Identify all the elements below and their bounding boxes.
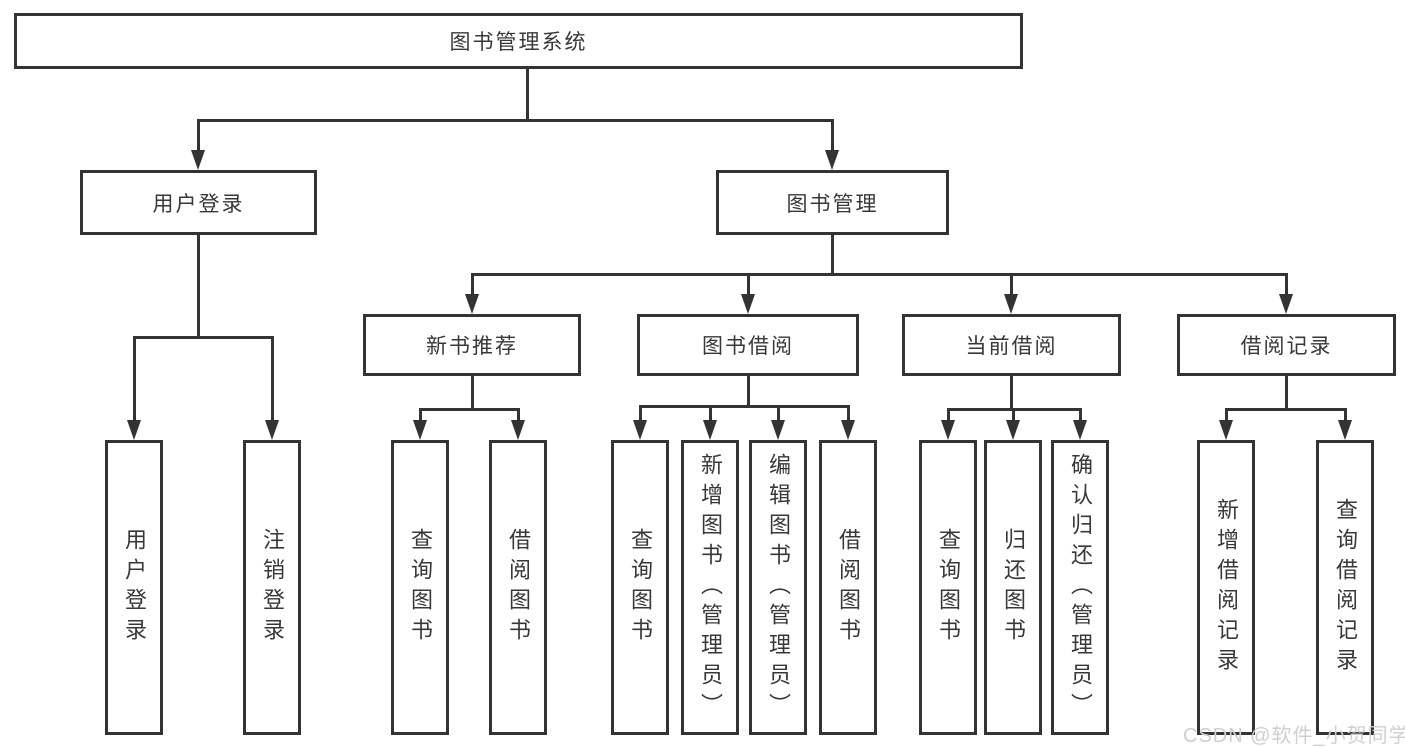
node-borrow-records: 借阅记录 (1177, 314, 1396, 376)
connector-vertical (1012, 408, 1015, 422)
node-current-borrow: 当前借阅 (902, 314, 1121, 376)
connector-vertical (471, 374, 474, 411)
leaf-query-borrow-record: 查询借阅记录 (1316, 440, 1374, 735)
node-user-login: 用户登录 (80, 170, 317, 235)
leaf-query-books-recommend: 查询图书 (391, 440, 449, 735)
connector-vertical (197, 233, 200, 339)
arrow-down-icon (511, 420, 525, 440)
connector-horizontal (197, 119, 833, 122)
arrow-down-icon (825, 150, 839, 170)
leaf-user-login-label: 用户登录 (122, 527, 147, 648)
arrow-down-icon (265, 420, 279, 440)
connector-vertical (831, 233, 834, 276)
connector-vertical (709, 405, 712, 422)
connector-vertical (1285, 273, 1288, 296)
leaf-edit-book-admin-label: 编辑图书（管理员） (766, 452, 791, 723)
leaf-query-books-recommend-label: 查询图书 (408, 527, 433, 648)
leaf-query-books-borrow: 查询图书 (611, 440, 669, 735)
arrow-down-icon (465, 294, 479, 314)
leaf-return-book: 归还图书 (984, 440, 1042, 735)
node-root: 图书管理系统 (14, 13, 1023, 69)
arrow-down-icon (941, 420, 955, 440)
connector-vertical (1010, 273, 1013, 296)
arrow-down-icon (127, 420, 141, 440)
connector-vertical (639, 405, 642, 422)
arrow-down-icon (633, 420, 647, 440)
connector-vertical (133, 336, 136, 422)
arrow-down-icon (841, 420, 855, 440)
connector-vertical (1344, 408, 1347, 422)
connector-vertical (517, 408, 520, 422)
arrow-down-icon (191, 150, 205, 170)
arrow-down-icon (1004, 294, 1018, 314)
connector-vertical (947, 408, 950, 422)
connector-vertical (847, 405, 850, 422)
node-book-borrow-label: 图书借阅 (702, 335, 794, 358)
connector-vertical (526, 67, 529, 122)
connector-vertical (777, 405, 780, 422)
leaf-borrow-books-recommend-label: 借阅图书 (506, 527, 531, 648)
connector-horizontal (419, 408, 520, 411)
connector-vertical (1079, 408, 1082, 422)
leaf-confirm-return-admin-label: 确认归还（管理员） (1068, 452, 1093, 723)
connector-vertical (197, 119, 200, 152)
leaf-add-book-admin: 新增图书（管理员） (681, 440, 739, 735)
connector-horizontal (471, 273, 1287, 276)
arrow-down-icon (1219, 420, 1233, 440)
node-book-management: 图书管理 (716, 170, 949, 235)
node-new-book-recommend-label: 新书推荐 (426, 335, 518, 358)
arrow-down-icon (703, 420, 717, 440)
leaf-borrow-books: 借阅图书 (819, 440, 877, 735)
arrow-down-icon (1279, 294, 1293, 314)
connector-vertical (471, 273, 474, 296)
arrow-down-icon (741, 294, 755, 314)
leaf-query-books-current: 查询图书 (919, 440, 977, 735)
connector-vertical (1285, 374, 1288, 411)
arrow-down-icon (1073, 420, 1087, 440)
leaf-query-borrow-record-label: 查询借阅记录 (1333, 497, 1358, 678)
connector-vertical (271, 336, 274, 422)
connector-horizontal (1225, 408, 1347, 411)
connector-vertical (1225, 408, 1228, 422)
leaf-add-borrow-record-label: 新增借阅记录 (1214, 497, 1239, 678)
leaf-query-books-borrow-label: 查询图书 (628, 527, 653, 648)
leaf-logout-login-label: 注销登录 (260, 527, 285, 648)
leaf-query-books-current-label: 查询图书 (936, 527, 961, 648)
node-root-label: 图书管理系统 (449, 31, 588, 54)
node-new-book-recommend: 新书推荐 (363, 314, 581, 376)
connector-vertical (1010, 374, 1013, 411)
node-book-management-label: 图书管理 (786, 192, 879, 216)
csdn-watermark: CSDN @软件_小贺同学 (1183, 725, 1405, 747)
leaf-confirm-return-admin: 确认归还（管理员） (1051, 440, 1109, 735)
arrow-down-icon (771, 420, 785, 440)
leaf-borrow-books-label: 借阅图书 (836, 527, 861, 648)
connector-horizontal (133, 336, 274, 339)
leaf-add-book-admin-label: 新增图书（管理员） (698, 452, 723, 723)
connector-vertical (747, 273, 750, 296)
leaf-borrow-books-recommend: 借阅图书 (489, 440, 547, 735)
node-current-borrow-label: 当前借阅 (965, 335, 1058, 358)
leaf-edit-book-admin: 编辑图书（管理员） (749, 440, 807, 735)
connector-horizontal (639, 405, 850, 408)
connector-vertical (747, 374, 750, 408)
leaf-logout-login: 注销登录 (243, 440, 301, 735)
connector-vertical (419, 408, 422, 422)
arrow-down-icon (413, 420, 427, 440)
arrow-down-icon (1338, 420, 1352, 440)
leaf-user-login: 用户登录 (105, 440, 163, 735)
connector-vertical (831, 119, 834, 152)
leaf-return-book-label: 归还图书 (1001, 527, 1026, 648)
node-user-login-label: 用户登录 (152, 192, 245, 216)
node-borrow-records-label: 借阅记录 (1240, 335, 1333, 358)
leaf-add-borrow-record: 新增借阅记录 (1197, 440, 1255, 735)
arrow-down-icon (1006, 420, 1020, 440)
node-book-borrow: 图书借阅 (637, 314, 859, 376)
